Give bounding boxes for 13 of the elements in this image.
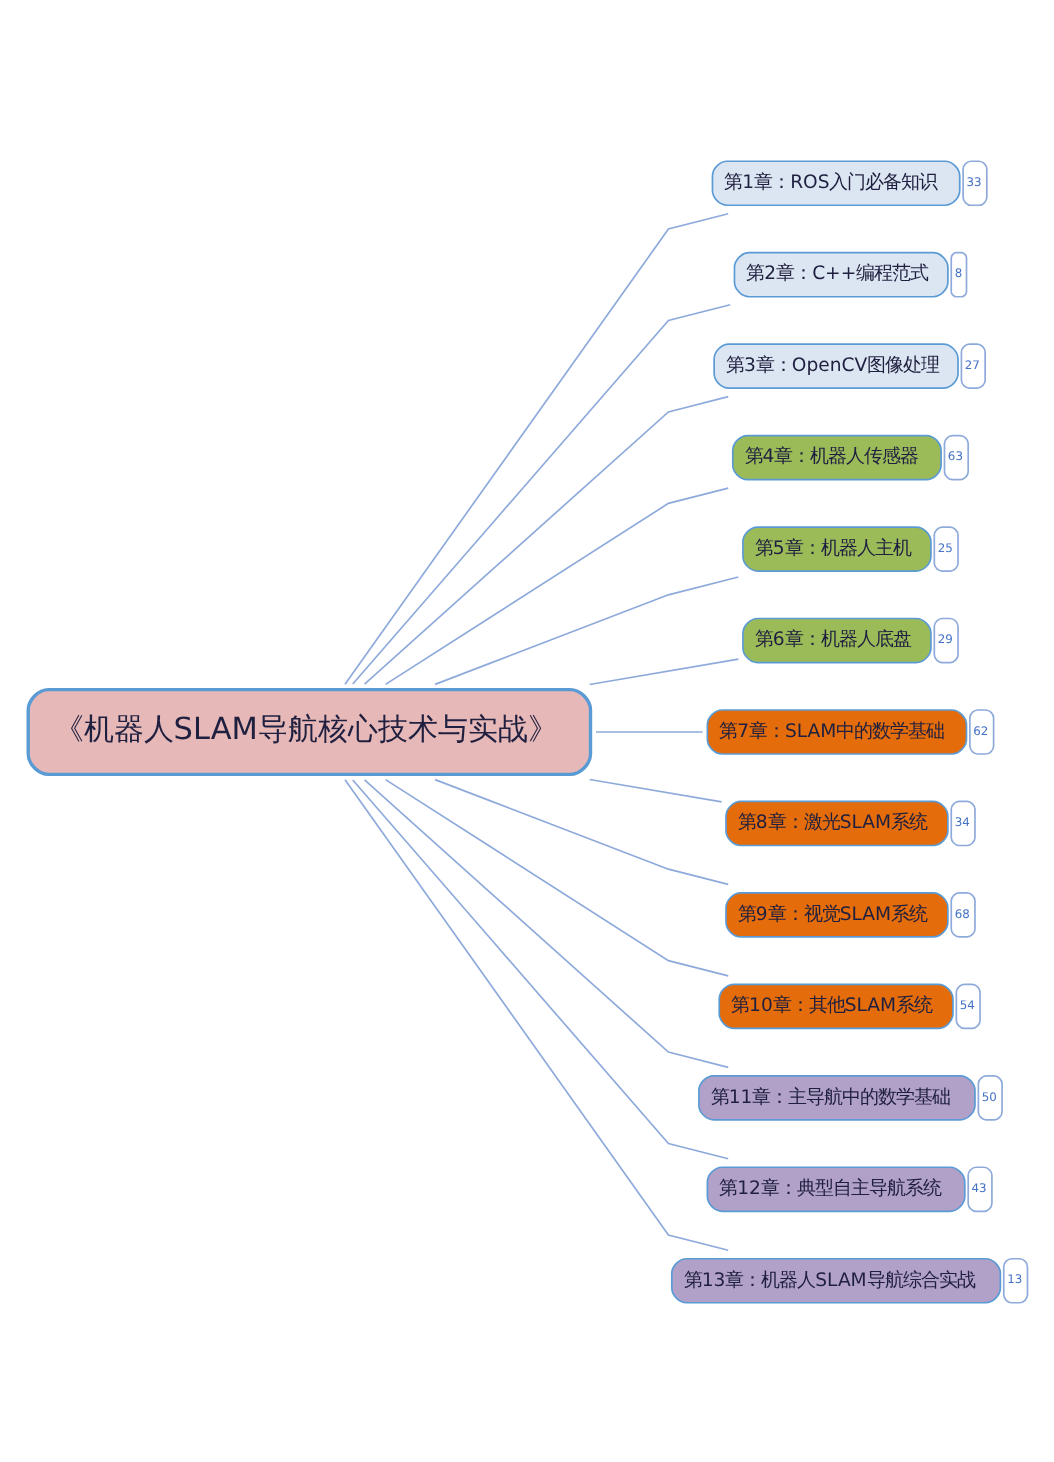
connector	[363, 778, 730, 1068]
connector	[363, 394, 730, 684]
connector	[434, 777, 730, 885]
connector	[588, 657, 740, 685]
connector	[434, 575, 740, 685]
connector	[344, 777, 730, 1251]
connector	[384, 777, 730, 976]
connector	[351, 778, 730, 1159]
connector	[588, 777, 723, 802]
connector	[595, 730, 704, 732]
connector	[351, 302, 732, 684]
connector	[384, 486, 730, 685]
connector	[344, 211, 730, 685]
